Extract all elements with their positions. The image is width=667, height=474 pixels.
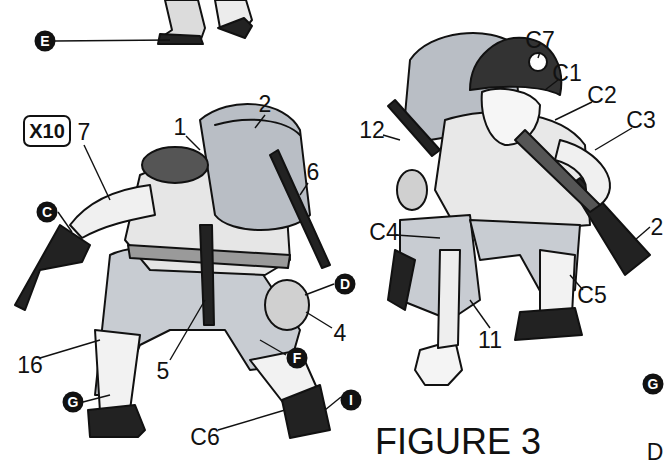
circle-letter: G: [68, 395, 79, 409]
circle-letter: C: [42, 205, 52, 219]
circled-letter: C: [36, 201, 58, 223]
callout-number: 11: [478, 329, 502, 352]
circle-letter: I: [349, 393, 353, 407]
callout-number: 5: [157, 360, 170, 383]
callout-number: C7: [525, 29, 554, 52]
leader-line: [470, 300, 490, 328]
leader-line: [58, 212, 72, 232]
leader-line: [383, 135, 400, 140]
leader-line: [260, 340, 286, 355]
callout-number: 6: [307, 161, 320, 184]
callout-number: C4: [369, 221, 398, 244]
callout-number: C5: [577, 284, 606, 307]
leader-line: [635, 227, 650, 240]
callout-number: 2: [259, 93, 272, 116]
leader-line: [40, 340, 100, 358]
circled-letter: G: [642, 373, 664, 395]
circled-letter: I: [340, 389, 362, 411]
leader-line: [55, 40, 170, 41]
leader-line: [555, 102, 592, 120]
leader-line: [255, 115, 265, 128]
leader-line: [218, 410, 285, 430]
circled-letter: G: [62, 391, 84, 413]
circled-letter: D: [334, 273, 356, 295]
callout-number: 7: [78, 121, 91, 144]
leader-line: [170, 300, 205, 360]
leader-line: [300, 183, 308, 195]
callout-number: 16: [17, 354, 43, 377]
leader-line: [83, 395, 110, 402]
callout-number: 2: [651, 216, 664, 239]
circled-letter: E: [34, 30, 56, 52]
leader-line: [305, 284, 334, 295]
callout-number: C2: [587, 84, 616, 107]
callout-number: C3: [626, 109, 655, 132]
circle-letter: D: [340, 277, 350, 291]
callout-number: C1: [552, 62, 581, 85]
leader-line: [325, 397, 341, 410]
quantity-text: X10: [29, 121, 65, 141]
callout-number: C6: [190, 426, 219, 449]
circled-letter: F: [286, 347, 308, 369]
leader-line: [186, 136, 200, 150]
callout-number: 1: [174, 116, 187, 139]
circle-letter: F: [293, 351, 302, 365]
quantity-box: X10: [23, 115, 71, 147]
leader-line: [306, 312, 332, 328]
leader-line: [396, 235, 440, 238]
leader-line: [84, 145, 110, 200]
callout-number: 4: [334, 322, 347, 345]
leader-line: [538, 52, 540, 58]
figure-title: FIGURE 3: [375, 424, 541, 460]
circle-letter: E: [40, 34, 49, 48]
callout-number: D: [647, 441, 664, 464]
callout-number: 12: [359, 119, 385, 142]
circle-letter: G: [648, 377, 659, 391]
